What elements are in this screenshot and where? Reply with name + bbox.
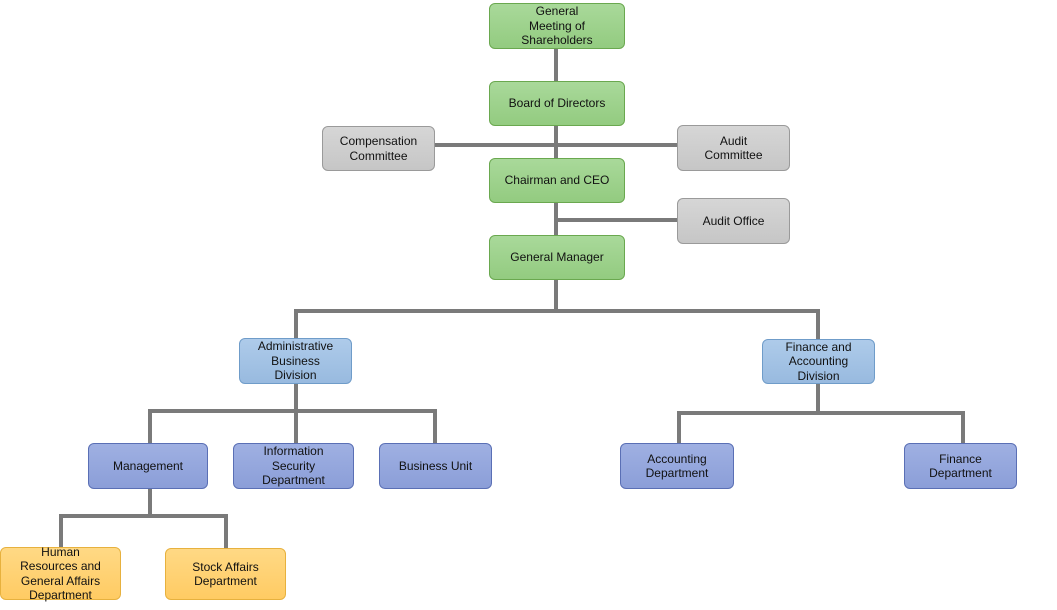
node-information-security-department: Information Security Department [233, 443, 354, 489]
node-management: Management [88, 443, 208, 489]
node-general-manager: General Manager [489, 235, 625, 280]
node-audit-office: Audit Office [677, 198, 790, 244]
node-finance-department: Finance Department [904, 443, 1017, 489]
connector-divisions-bar [294, 309, 820, 342]
node-stock-affairs-department: Stock Affairs Department [165, 548, 286, 600]
node-accounting-department: Accounting Department [620, 443, 734, 489]
node-compensation-committee: Compensation Committee [322, 126, 435, 171]
node-finance-accounting-division: Finance and Accounting Division [762, 339, 875, 384]
node-chairman-ceo: Chairman and CEO [489, 158, 625, 203]
node-administrative-business-division: Administrative Business Division [239, 338, 352, 384]
node-board-of-directors: Board of Directors [489, 81, 625, 126]
node-human-resources-general-affairs: Human Resources and General Affairs Depa… [0, 545, 121, 602]
node-business-unit: Business Unit [379, 443, 492, 489]
node-shareholders: General Meeting of Shareholders [489, 3, 625, 49]
connector-admin-bar [148, 409, 437, 446]
connector-finance-bar [677, 411, 965, 446]
connector-management-bar [59, 514, 228, 550]
node-audit-committee: Audit Committee [677, 125, 790, 171]
